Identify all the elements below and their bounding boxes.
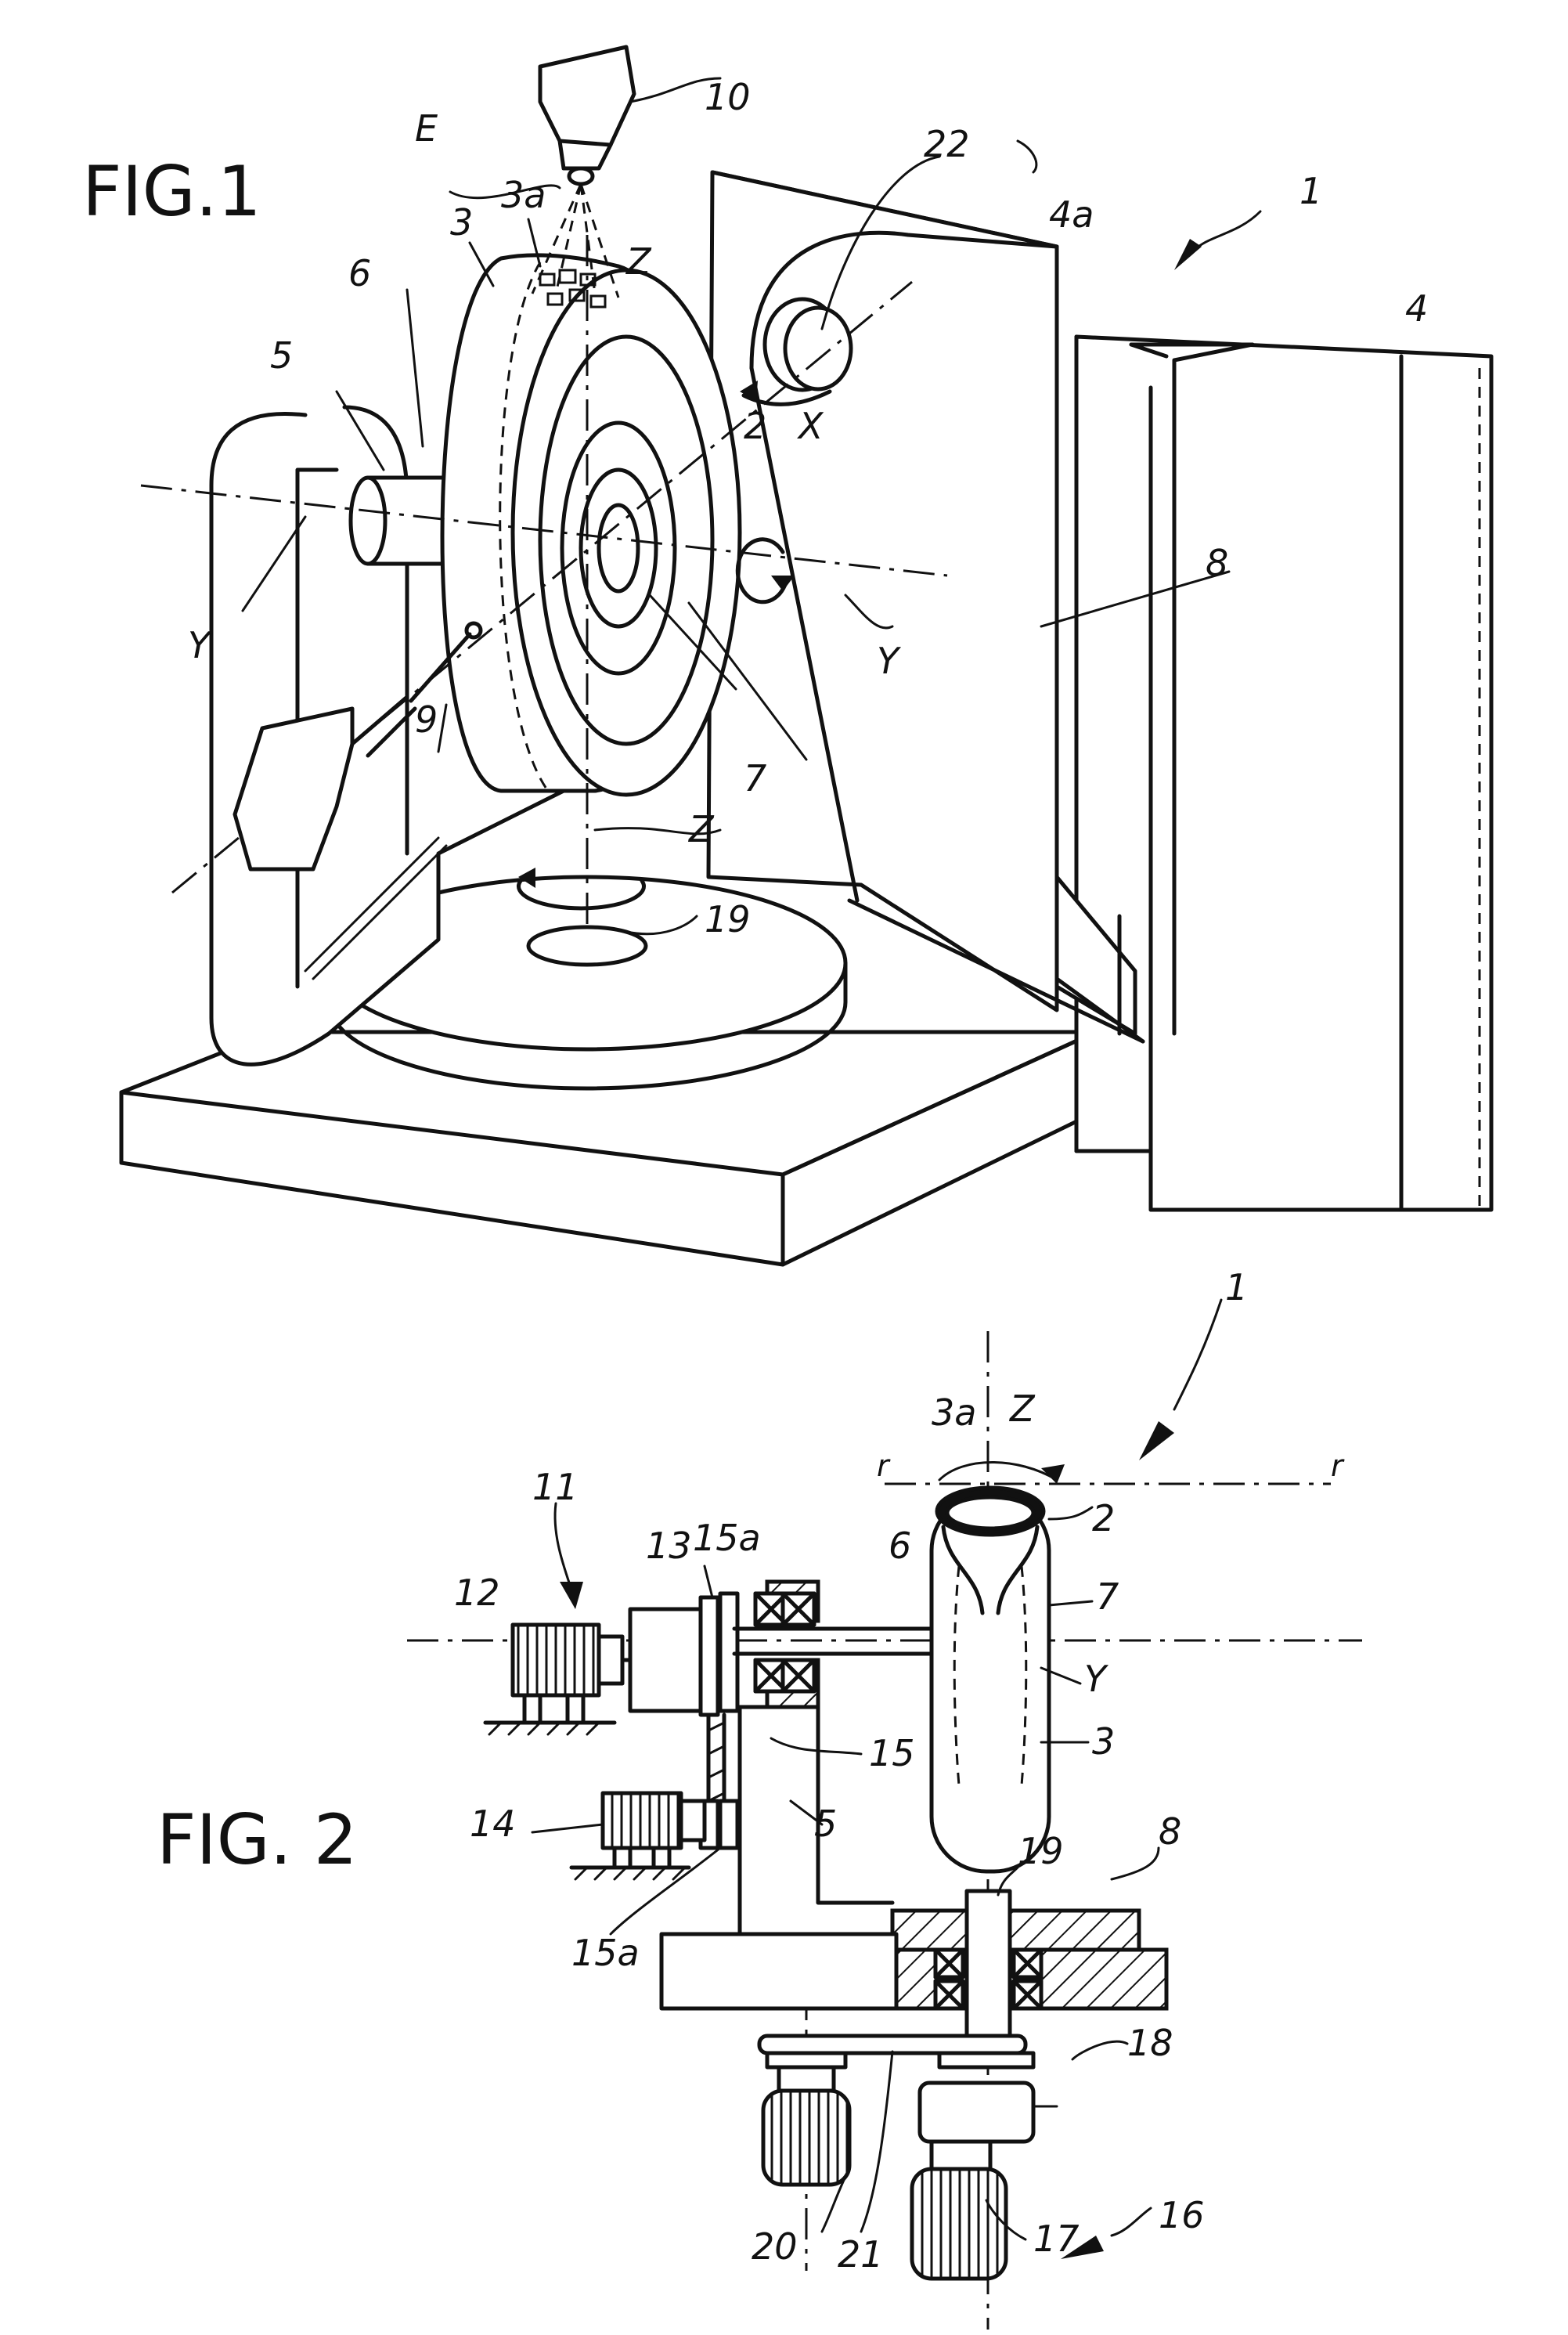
fig2-ref-15: 15: [869, 1732, 915, 1774]
fig1-base-plate: [119, 1030, 1098, 1267]
fig1-ref-1: 1: [1299, 170, 1322, 212]
fig2-ref-r-left: r: [877, 1449, 891, 1483]
fig1-ref-6: 6: [348, 252, 371, 294]
fig2: FIG. 2: [157, 1266, 1362, 2330]
fig1-column-4: [1074, 334, 1494, 1212]
fig2-ref-16: 16: [1159, 2194, 1205, 2236]
fig1-leaders: [241, 77, 1262, 936]
fig2-reducer-18: [917, 2081, 1036, 2144]
fig2-ref-17: 17: [1033, 2218, 1080, 2260]
fig2-coupling-13: [628, 1607, 707, 1713]
fig2-ref-7: 7: [1096, 1575, 1119, 1618]
fig1-ref-5: 5: [270, 334, 293, 377]
fig2-pulley-15a-bottom: [698, 1799, 740, 1850]
fig1-label: FIG.1: [82, 151, 261, 232]
fig2-motor-17: [910, 2139, 1008, 2281]
fig1-ref-3a: 3a: [501, 174, 546, 216]
fig1-axis-x: [171, 280, 913, 894]
fig2-ref-5: 5: [814, 1803, 837, 1845]
fig1-ref-Y-right: Y: [877, 640, 902, 682]
fig2-leaders: [531, 1298, 1223, 2259]
fig2-ref-20: 20: [752, 2225, 798, 2268]
fig2-ref-Z: Z: [1008, 1388, 1036, 1430]
fig1-ref-8: 8: [1206, 542, 1228, 584]
fig2-ref-6: 6: [889, 1525, 911, 1567]
fig1-ref-E: E: [415, 107, 438, 150]
fig2-ref-1: 1: [1225, 1266, 1248, 1308]
fig1-laser-head-10: [531, 45, 636, 298]
fig1-ref-22: 22: [924, 123, 970, 165]
fig2-ref-18: 18: [1127, 2022, 1173, 2064]
fig2-bracket-8: [659, 1889, 1169, 2050]
fig2-ref-Y: Y: [1084, 1658, 1109, 1700]
fig2-ref-12: 12: [454, 1572, 500, 1614]
fig2-ref-r-right: r: [1331, 1449, 1345, 1483]
fig2-ref-13: 13: [646, 1525, 692, 1567]
fig1: FIG.1: [82, 45, 1494, 1267]
tread-pattern-3a: [539, 269, 607, 309]
fig2-support-arm-5: [737, 1579, 895, 1944]
fig1-ref-4a: 4a: [1049, 193, 1094, 236]
fig2-ref-15a-top: 15a: [693, 1517, 761, 1559]
fig1-ref-19: 19: [705, 898, 751, 940]
fig2-ref-11: 11: [532, 1466, 579, 1508]
fig2-ref-15a-bottom: 15a: [571, 1932, 640, 1974]
fig1-axis-y: [140, 484, 948, 577]
fig2-motor-20: [761, 2065, 852, 2187]
fig2-motor-14: [569, 1791, 707, 1881]
fig1-ref-Y-left: Y: [188, 624, 213, 666]
fig1-ref-9: 9: [415, 698, 438, 741]
fig1-ref-4: 4: [1405, 287, 1428, 330]
fig1-ref-X: X: [797, 405, 824, 447]
fig2-ref-3: 3: [1092, 1720, 1115, 1763]
fig1-ref-Z-bottom: Z: [687, 808, 715, 850]
fig1-ref-10: 10: [705, 76, 751, 118]
fig1-ref-2: 2: [744, 405, 766, 447]
fig1-ref-7: 7: [744, 757, 766, 799]
fig1-tire-3: [440, 253, 742, 797]
fig2-ref-2: 2: [1092, 1497, 1115, 1539]
fig1-shaft-22: [740, 297, 853, 406]
fig1-y-rotation-arrow: [735, 537, 789, 605]
fig2-ref-3a: 3a: [932, 1391, 976, 1434]
fig2-tire-3: [929, 1485, 1051, 1874]
fig2-motor-12: [483, 1622, 633, 1736]
fig1-ref-3: 3: [450, 201, 473, 244]
fig2-ref-19: 19: [1018, 1830, 1064, 1872]
fig2-ref-14: 14: [470, 1803, 516, 1845]
fig2-belt-21: [757, 2034, 1036, 2070]
fig2-ref-21: 21: [838, 2233, 884, 2275]
fig1-probe-9: [232, 621, 483, 872]
fig2-ref-8: 8: [1159, 1810, 1181, 1853]
fig2-label: FIG. 2: [157, 1799, 358, 1880]
fig2-pulley-15a-top: [698, 1591, 740, 1717]
fig1-ref-Z-top: Z: [625, 240, 652, 283]
fig1-turntable: [326, 868, 848, 1091]
